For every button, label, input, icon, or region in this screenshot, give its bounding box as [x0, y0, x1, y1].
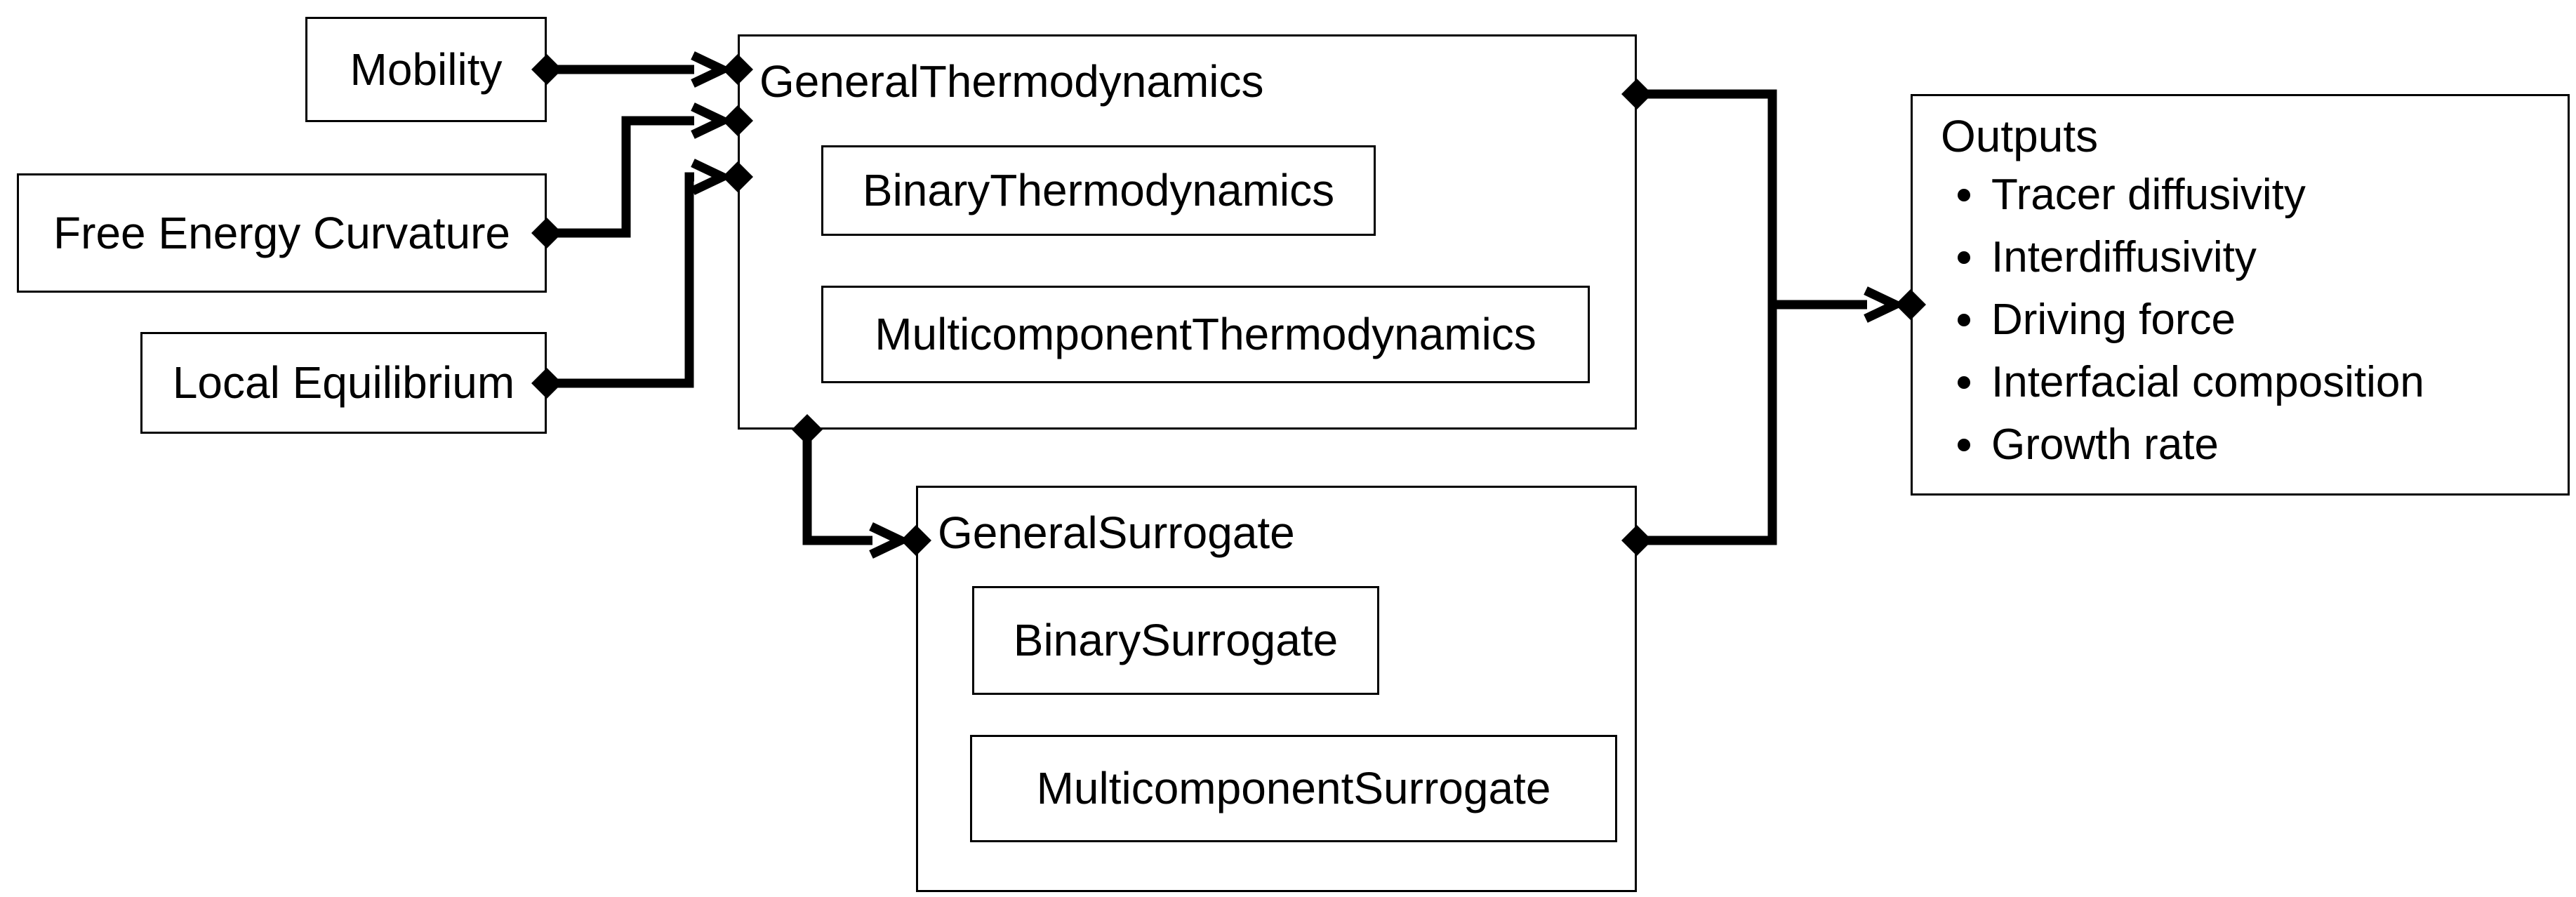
- outputs-list: Tracer diffusivity Interdiffusivity Driv…: [1941, 164, 2562, 476]
- output-item: Growth rate: [1941, 413, 2562, 476]
- output-item: Tracer diffusivity: [1941, 164, 2562, 226]
- bullet-icon: [1958, 188, 1970, 201]
- node-multicomponent-surrogate-label: MulticomponentSurrogate: [1036, 763, 1551, 814]
- container-general-thermodynamics-title: GeneralThermodynamics: [759, 56, 1264, 107]
- output-item-label: Growth rate: [1991, 420, 2219, 469]
- node-outputs: Outputs Tracer diffusivity Interdiffusiv…: [1911, 94, 2570, 496]
- connector-to-outputs: [1637, 89, 1906, 545]
- arrowhead-icon: [691, 102, 733, 139]
- node-local-equilibrium: Local Equilibrium: [140, 332, 547, 434]
- node-binary-thermodynamics: BinaryThermodynamics: [821, 145, 1376, 236]
- node-multicomponent-thermodynamics-label: MulticomponentThermodynamics: [875, 309, 1536, 360]
- bullet-icon: [1958, 251, 1970, 264]
- node-binary-surrogate-label: BinarySurrogate: [1013, 615, 1339, 666]
- connector-mobility-to-general-thermodynamics: [547, 51, 733, 88]
- node-free-energy-curvature-label: Free Energy Curvature: [53, 207, 510, 258]
- output-item-label: Interdiffusivity: [1991, 233, 2257, 281]
- output-item-label: Interfacial composition: [1991, 358, 2424, 406]
- node-mobility-label: Mobility: [350, 44, 503, 95]
- connector-free-energy-curvature-to-general-thermodynamics: [547, 102, 733, 238]
- connector-general-thermodynamics-to-general-surrogate: [802, 430, 912, 559]
- bullet-icon: [1958, 376, 1970, 389]
- container-general-surrogate-title: GeneralSurrogate: [938, 507, 1295, 558]
- node-multicomponent-surrogate: MulticomponentSurrogate: [970, 735, 1617, 842]
- bullet-icon: [1958, 313, 1970, 326]
- connector-line: [547, 172, 694, 388]
- arrowhead-icon: [869, 522, 912, 559]
- connector-line: [1637, 89, 1777, 545]
- output-item: Driving force: [1941, 288, 2562, 351]
- output-item-label: Tracer diffusivity: [1991, 171, 2306, 219]
- outputs-content: Outputs Tracer diffusivity Interdiffusiv…: [1941, 109, 2562, 476]
- output-item-label: Driving force: [1991, 295, 2236, 344]
- outputs-title: Outputs: [1941, 111, 2099, 161]
- connector-line: [547, 116, 694, 238]
- node-free-energy-curvature: Free Energy Curvature: [17, 173, 547, 293]
- bullet-icon: [1958, 438, 1970, 451]
- node-mobility: Mobility: [305, 17, 547, 122]
- connector-line: [802, 430, 872, 545]
- output-item: Interdiffusivity: [1941, 226, 2562, 288]
- arrowhead-icon: [691, 51, 733, 88]
- connector-local-equilibrium-to-general-thermodynamics: [547, 159, 733, 388]
- arrowhead-icon: [1864, 286, 1906, 323]
- node-binary-thermodynamics-label: BinaryThermodynamics: [862, 165, 1335, 216]
- output-item: Interfacial composition: [1941, 351, 2562, 413]
- node-binary-surrogate: BinarySurrogate: [972, 586, 1379, 695]
- arrowhead-icon: [691, 159, 733, 195]
- node-local-equilibrium-label: Local Equilibrium: [172, 357, 515, 408]
- node-multicomponent-thermodynamics: MulticomponentThermodynamics: [821, 286, 1590, 383]
